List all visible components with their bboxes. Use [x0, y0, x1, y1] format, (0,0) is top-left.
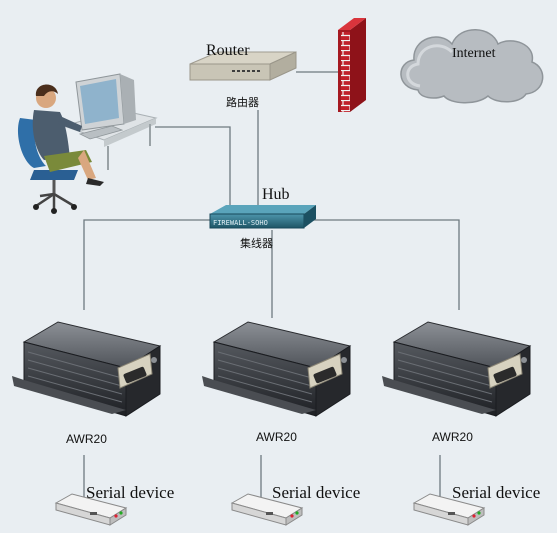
hub-label: Hub	[262, 186, 290, 203]
connection-lines	[83, 71, 460, 497]
serial-device-icon	[412, 493, 486, 526]
user-workstation-icon	[17, 73, 158, 214]
serial-server-icon	[12, 321, 162, 417]
awr20-device-2	[202, 321, 352, 417]
line-hub-left	[83, 219, 210, 310]
cloud-icon	[400, 29, 544, 104]
serial-device-icon	[230, 493, 304, 526]
awr20-label-3: AWR20	[432, 430, 473, 444]
hub-sublabel: 集线器	[240, 237, 273, 250]
hub-faceplate-label: FIREWALL-SOHO	[213, 219, 268, 227]
serial-device-1	[54, 493, 128, 526]
serial-device-label-2: Serial device	[272, 483, 361, 502]
router-icon	[189, 51, 297, 81]
router-sublabel: 路由器	[226, 96, 259, 109]
serial-device-label-3: Serial device	[452, 483, 541, 502]
router-label: Router	[206, 42, 250, 59]
serial-server-icon	[202, 321, 352, 417]
serial-device-2	[230, 493, 304, 526]
serial-server-icon	[382, 321, 532, 417]
internet-label: Internet	[452, 46, 496, 61]
firewall-icon	[338, 18, 366, 112]
serial-device-3	[412, 493, 486, 526]
awr20-device-3	[382, 321, 532, 417]
serial-device-icon	[54, 493, 128, 526]
hub-icon: FIREWALL-SOHO	[209, 205, 316, 229]
line-hub-right	[305, 219, 460, 310]
awr20-label-1: AWR20	[66, 432, 107, 446]
line-pc-hub	[155, 126, 231, 210]
serial-device-label-1: Serial device	[86, 483, 175, 502]
awr20-label-2: AWR20	[256, 430, 297, 444]
awr20-device-1	[12, 321, 162, 417]
